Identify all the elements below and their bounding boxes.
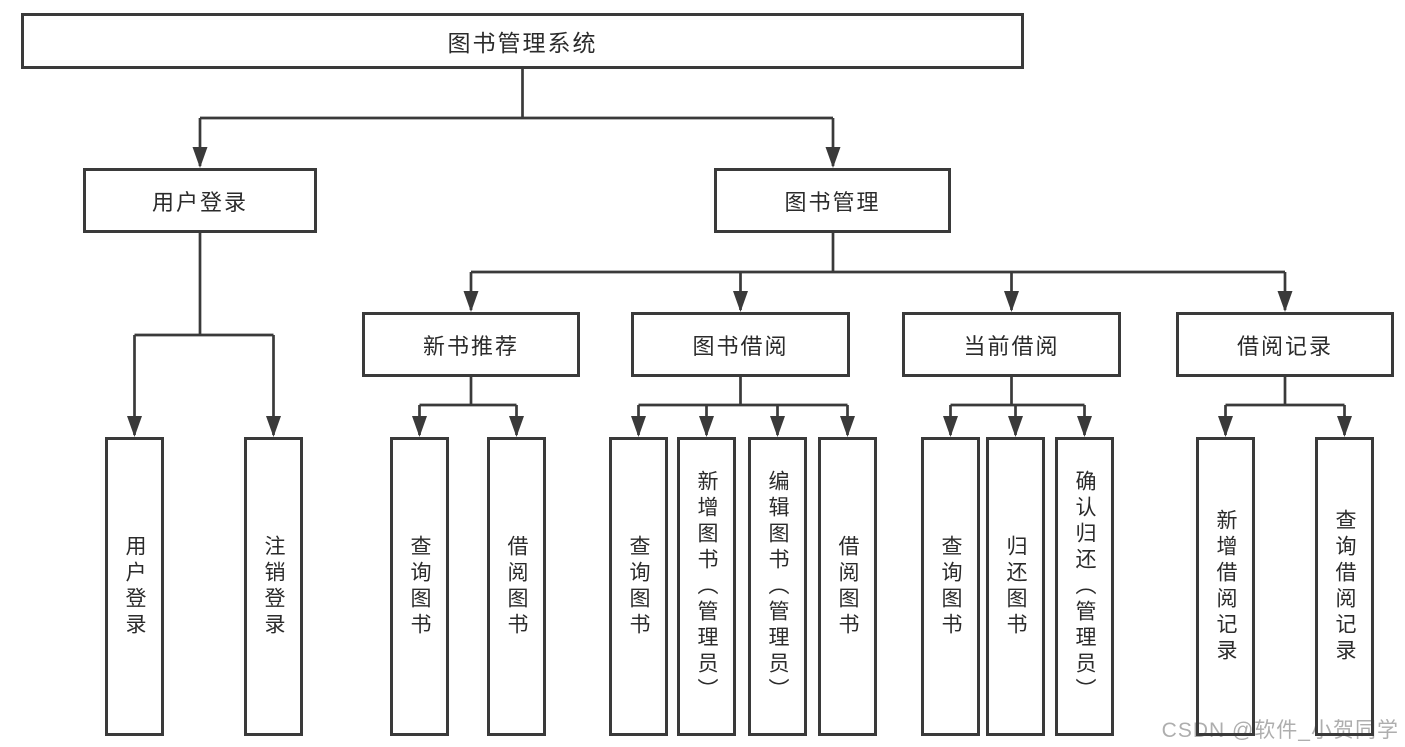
leaf-label: 确认归还（管理员） xyxy=(1073,469,1096,704)
leaf-return-books: 归还图书 xyxy=(986,437,1045,736)
node-book-borrow-label: 图书借阅 xyxy=(692,333,789,359)
connector-book-borrow-to-leaves xyxy=(637,377,849,435)
leaf-borrow-books: 借阅图书 xyxy=(818,437,877,736)
node-book-borrow: 图书借阅 xyxy=(631,312,850,377)
arrowhead xyxy=(1004,291,1019,312)
node-root: 图书管理系统 xyxy=(21,13,1024,69)
leaf-add-books-admin: 新增图书（管理员） xyxy=(677,437,736,736)
node-root-label: 图书管理系统 xyxy=(447,30,598,56)
connector-root-to-level2 xyxy=(198,69,835,166)
node-borrow-records-label: 借阅记录 xyxy=(1236,333,1333,359)
connector-new-book-recommend-to-leaves xyxy=(418,377,518,435)
arrowhead xyxy=(840,416,855,437)
leaf-query-books-borrow: 查询图书 xyxy=(609,437,668,736)
arrowhead xyxy=(1277,291,1293,312)
arrowhead xyxy=(943,416,958,437)
arrowhead xyxy=(509,416,524,437)
csdn-watermark: CSDN @软件_小贺同学 xyxy=(1161,719,1399,742)
arrowhead xyxy=(770,416,785,437)
node-current-borrow-label: 当前借阅 xyxy=(963,333,1060,359)
leaf-label: 编辑图书（管理员） xyxy=(766,469,789,704)
node-borrow-records: 借阅记录 xyxy=(1176,312,1394,377)
leaf-edit-books-admin: 编辑图书（管理员） xyxy=(748,437,807,736)
leaf-label: 注销登录 xyxy=(262,534,285,639)
arrowhead xyxy=(1008,416,1023,437)
arrowhead xyxy=(1337,416,1352,437)
leaf-add-borrow-record: 新增借阅记录 xyxy=(1196,437,1255,736)
arrowhead xyxy=(1218,416,1233,437)
leaf-label: 用户登录 xyxy=(123,534,146,639)
leaf-label: 归还图书 xyxy=(1004,534,1027,639)
leaf-label: 查询图书 xyxy=(939,534,962,639)
connector-borrow-records-to-leaves xyxy=(1224,377,1346,435)
arrowhead xyxy=(825,147,841,168)
arrowhead xyxy=(463,291,479,312)
arrowhead xyxy=(192,147,208,168)
node-current-borrow: 当前借阅 xyxy=(902,312,1121,377)
connector-user-login-to-leaves xyxy=(133,233,275,435)
leaf-label: 借阅图书 xyxy=(505,534,528,639)
arrowhead xyxy=(733,291,748,312)
leaf-label: 新增借阅记录 xyxy=(1214,508,1237,665)
leaf-logout: 注销登录 xyxy=(244,437,303,736)
arrowhead xyxy=(1077,416,1092,437)
arrowhead xyxy=(699,416,714,437)
leaf-label: 新增图书（管理员） xyxy=(695,469,718,704)
arrowhead xyxy=(631,416,646,437)
node-user-login: 用户登录 xyxy=(83,168,317,233)
node-book-management-label: 图书管理 xyxy=(784,189,881,215)
arrowhead xyxy=(127,416,142,437)
node-new-book-recommend: 新书推荐 xyxy=(362,312,580,377)
connector-book-management-to-level3 xyxy=(469,233,1287,310)
leaf-confirm-return-admin: 确认归还（管理员） xyxy=(1055,437,1114,736)
leaf-query-borrow-record: 查询借阅记录 xyxy=(1315,437,1374,736)
leaf-query-books-recommend: 查询图书 xyxy=(390,437,449,736)
leaf-user-login: 用户登录 xyxy=(105,437,164,736)
leaf-label: 借阅图书 xyxy=(836,534,859,639)
arrowhead xyxy=(266,416,281,437)
node-user-login-label: 用户登录 xyxy=(151,189,248,215)
leaf-borrow-books-recommend: 借阅图书 xyxy=(487,437,546,736)
leaf-label: 查询借阅记录 xyxy=(1333,508,1356,665)
node-book-management: 图书管理 xyxy=(714,168,951,233)
node-new-book-recommend-label: 新书推荐 xyxy=(422,333,519,359)
arrowhead xyxy=(412,416,427,437)
leaf-label: 查询图书 xyxy=(408,534,431,639)
leaf-query-books-current: 查询图书 xyxy=(921,437,980,736)
leaf-label: 查询图书 xyxy=(627,534,650,639)
